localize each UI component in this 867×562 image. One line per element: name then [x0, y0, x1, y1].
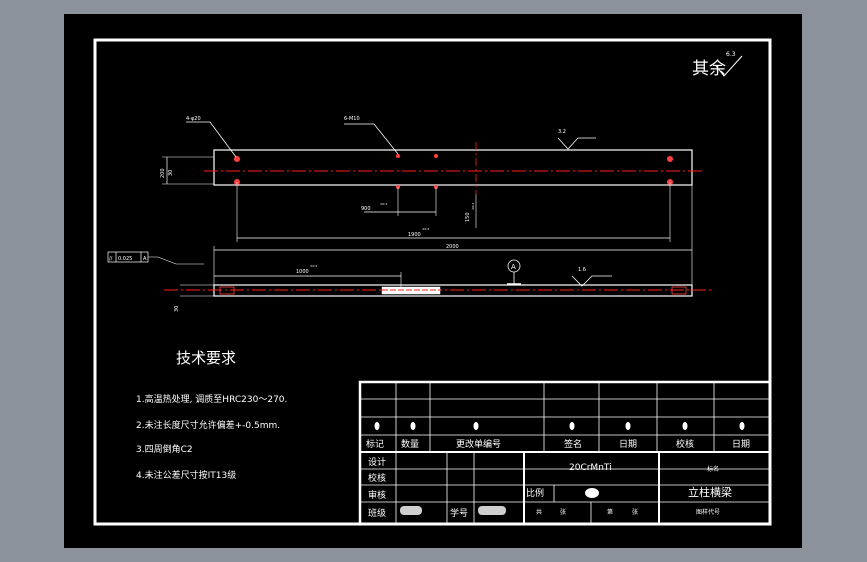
role-check: 校核 — [368, 472, 386, 484]
tech-req-item: 1.高温热处理, 调质至HRC230～270. — [136, 393, 287, 405]
hole — [234, 156, 240, 162]
sheet-label: 张 — [632, 508, 638, 516]
roughness-mark-b — [571, 275, 612, 287]
revision-mark — [739, 422, 745, 430]
drawing-viewport[interactable]: 其余 6.3 4-φ20 6-M10 3.2 200 30 900 ±0.3 1… — [64, 14, 802, 548]
rev-header: 校核 — [676, 438, 694, 450]
tech-req-title: 技术要求 — [176, 349, 236, 367]
tech-req-item: 2.未注长度尺寸允许偏差+-0.5mm. — [136, 419, 280, 431]
roughness-a-value: 3.2 — [558, 129, 566, 135]
school-label: 标名 — [707, 465, 719, 473]
rev-header: 日期 — [732, 439, 750, 450]
revision-mark — [625, 422, 631, 430]
dim-hole-span-tol: ±0.5 — [422, 227, 429, 231]
role-review: 审核 — [368, 489, 386, 501]
front-hole — [219, 286, 235, 295]
redacted-field — [400, 506, 422, 515]
rev-header: 日期 — [619, 439, 637, 450]
role-design: 设计 — [368, 456, 386, 468]
dim-hole-span: 1900 — [408, 232, 421, 238]
leader-line — [186, 121, 237, 158]
dim-thickness: 30 — [174, 306, 180, 312]
hole — [667, 156, 673, 162]
dim-half-length-tol: ±0.5 — [310, 264, 317, 268]
sheet-total: 共 — [536, 508, 542, 516]
roughness-mark-a — [557, 137, 596, 150]
roughness-note: 其余 — [692, 59, 726, 79]
part-name: 立柱横梁 — [688, 485, 732, 499]
scale-value-mark — [585, 488, 599, 498]
leader-line — [344, 123, 399, 155]
rev-header: 更改单编号 — [456, 438, 501, 450]
dim-hole-v-tol: ±0.2 — [471, 203, 475, 210]
dim-overall-length: 2000 — [446, 244, 459, 250]
dim-half-length: 1000 — [296, 269, 309, 275]
parallelism-tolerance-frame: // 0.025 A — [107, 251, 204, 265]
redacted-field — [478, 506, 506, 515]
revision-mark — [410, 422, 416, 430]
rev-header: 标记 — [366, 438, 384, 450]
tech-req-item: 4.未注公差尺寸按IT13级 — [136, 469, 236, 481]
hole — [434, 154, 438, 158]
roughness-symbol — [715, 55, 743, 77]
revision-marks — [374, 422, 745, 430]
dim-hole-v: 150 — [465, 212, 471, 222]
dim-hole-offset: 900 — [361, 206, 371, 212]
parallelism-datum: A — [143, 256, 147, 262]
role-student-no: 学号 — [450, 507, 468, 519]
revision-mark — [682, 422, 688, 430]
parallelism-value: 0.025 — [118, 256, 132, 262]
sheet-no: 第 — [607, 508, 613, 516]
cad-drawing: 其余 6.3 4-φ20 6-M10 3.2 200 30 900 ±0.3 1… — [93, 38, 772, 526]
role-class: 班级 — [368, 507, 386, 519]
title-block — [358, 380, 772, 526]
sheet-label: 张 — [560, 508, 566, 516]
hole-callout-top: 4-φ20 — [186, 116, 201, 122]
scale-label: 比例 — [526, 487, 544, 499]
revision-mark — [569, 422, 575, 430]
rev-header: 签名 — [564, 438, 582, 450]
roughness-b-value: 1.6 — [578, 267, 586, 273]
datum-label: A — [511, 263, 516, 271]
parallelism-symbol: // — [109, 256, 113, 262]
hole — [396, 154, 400, 158]
front-hole — [671, 286, 687, 295]
top-view-outline — [213, 149, 693, 186]
revision-mark — [374, 422, 380, 430]
dim-hole-offset-tol: ±0.3 — [380, 202, 387, 206]
leader-line — [148, 256, 204, 265]
dim-small-vertical: 30 — [168, 170, 174, 176]
tech-req-item: 3.四周倒角C2 — [136, 443, 193, 455]
hole-callout-mid: 6-M10 — [344, 116, 360, 122]
roughness-note-value: 6.3 — [726, 51, 736, 58]
drawing-code: 图样代号 — [696, 508, 720, 516]
material: 20CrMnTi — [569, 463, 612, 473]
revision-mark — [473, 422, 479, 430]
rev-header: 数量 — [401, 438, 419, 450]
dim-width-vertical: 200 — [160, 168, 166, 178]
